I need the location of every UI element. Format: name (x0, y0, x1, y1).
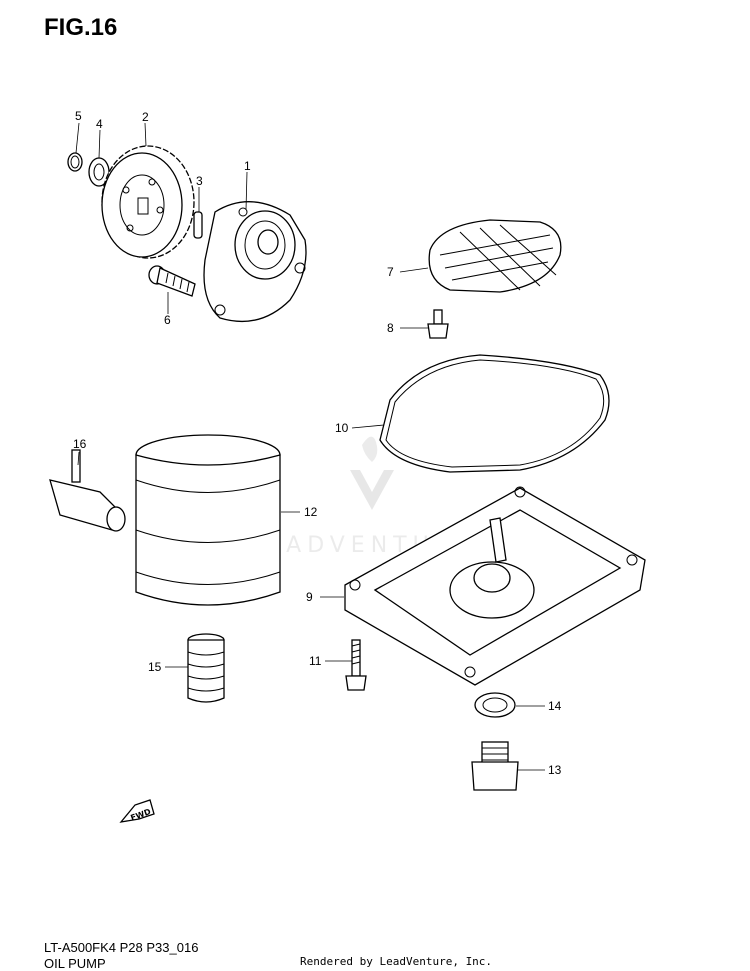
callout-1: 1 (244, 159, 251, 173)
callout-7: 7 (387, 265, 394, 279)
leader-lines (75, 122, 545, 771)
callout-10: 10 (335, 421, 349, 435)
strainer-bolt-part (427, 309, 449, 339)
render-credit: Rendered by LeadVenture, Inc. (300, 955, 493, 968)
callout-5: 5 (75, 109, 82, 123)
callout-16: 16 (73, 437, 87, 451)
callout-8: 8 (387, 321, 394, 335)
callout-12: 12 (304, 505, 318, 519)
circlip-part (67, 152, 83, 172)
pressure-switch-part (49, 449, 126, 532)
drain-gasket-part (474, 692, 516, 718)
union-bolt-part (187, 633, 225, 703)
oil-filter-part (135, 434, 281, 606)
callout-15: 15 (148, 660, 162, 674)
forward-direction-arrow: FWD (119, 799, 155, 823)
callout-11: 11 (309, 654, 322, 668)
callout-6: 6 (164, 313, 171, 327)
pan-bolt-part (345, 639, 367, 691)
page-name: OIL PUMP (44, 956, 106, 971)
fig-title: FIG.16 (44, 14, 118, 41)
oil-pan-part (344, 486, 646, 686)
callout-3: 3 (196, 174, 203, 188)
drain-plug-part (471, 741, 519, 791)
callout-13: 13 (548, 763, 562, 777)
callout-4: 4 (96, 117, 103, 131)
driven-gear-part (101, 145, 195, 259)
callout-9: 9 (306, 590, 313, 604)
callout-2: 2 (142, 110, 149, 124)
pin-part (193, 211, 203, 239)
oil-pump-body-part (203, 201, 307, 322)
callouts: 5 4 2 3 1 6 7 8 10 16 12 9 11 15 14 13 (73, 109, 562, 777)
screw-part (148, 265, 196, 297)
pan-gasket-part (379, 354, 610, 473)
reference-code: LT-A500FK4 P28 P33_016 (44, 940, 199, 955)
callout-14: 14 (548, 699, 562, 713)
oil-strainer-part (428, 219, 562, 293)
